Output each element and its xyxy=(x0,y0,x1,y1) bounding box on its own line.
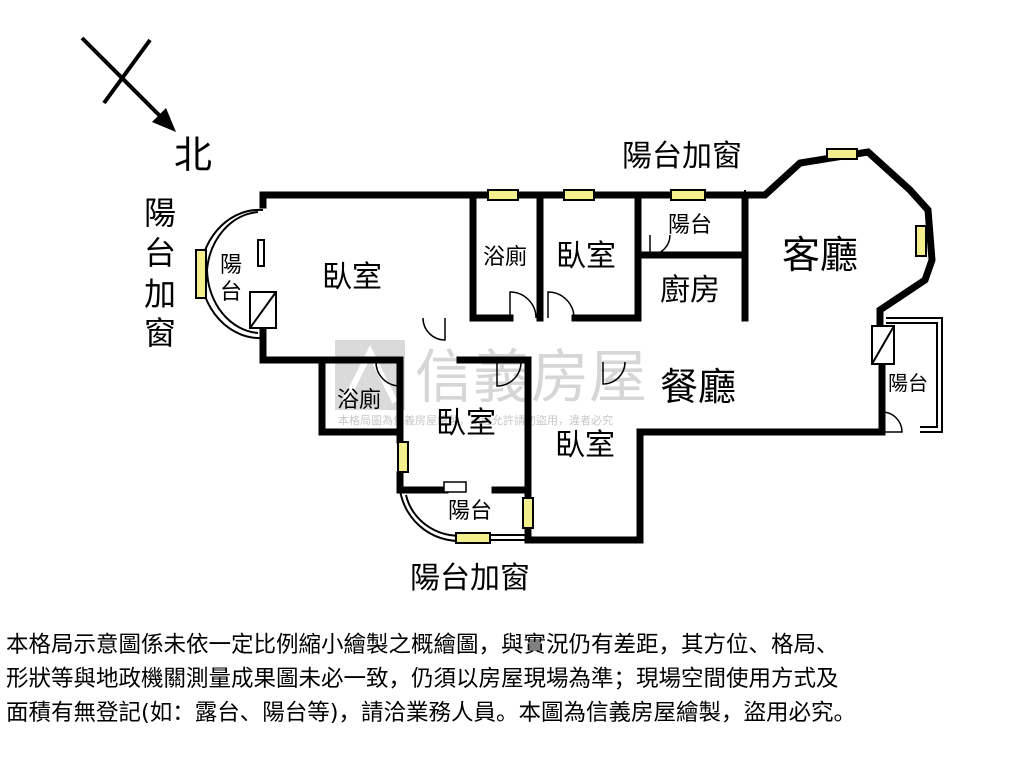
north-label: 北 xyxy=(174,133,212,177)
disclaimer: 本格局示意圖係未依一定比例縮小繪製之概繪圖，與實況仍有差距，其方位、格局、 形狀… xyxy=(6,628,1018,730)
room-kitchen: 廚房 xyxy=(660,273,720,308)
disclaimer-line-2: 形狀等與地政機關測量成果圖未必一致，仍須以房屋現場為準；現場空間使用方式及 xyxy=(6,666,839,692)
room-dining: 餐廳 xyxy=(660,365,736,409)
annotation-balcony-window-top: 陽台加窗 xyxy=(622,139,742,174)
fixtures xyxy=(249,239,895,365)
room-bath-lower: 浴廁 xyxy=(337,388,381,413)
disclaimer-line-1: 本格局示意圖係未依一定比例縮小繪製之概繪圖，與實況仍有差距，其方位、格局、 xyxy=(6,632,839,658)
disclaimer-line-3: 面積有無登記(如：露台、陽台等)，請洽業務人員。本圖為信義房屋繪製，盜用必究。 xyxy=(6,700,857,726)
room-balcony-left: 陽台 xyxy=(220,253,242,305)
doors xyxy=(375,234,903,493)
room-bedroom-lower-left: 臥室 xyxy=(436,406,496,441)
room-balcony-kitchen: 陽台 xyxy=(668,213,712,238)
room-bedroom-lower-right: 臥室 xyxy=(555,428,615,463)
room-bedroom-mid: 臥室 xyxy=(556,239,616,274)
room-balcony-lower: 陽台 xyxy=(448,499,492,524)
room-bath-upper: 浴廁 xyxy=(483,245,527,270)
room-living: 客廳 xyxy=(782,233,858,277)
annotation-balcony-window-left: 陽台加窗 xyxy=(144,194,176,352)
windows xyxy=(195,148,927,544)
room-balcony-right: 陽台 xyxy=(888,371,928,395)
balcony-outlines xyxy=(198,190,943,542)
floor-plan: 信義房屋 本格局圖為信義房屋繪製，未經允許請勿盜用，違者必究 北 xyxy=(80,36,943,596)
north-arrow-icon xyxy=(80,36,176,132)
room-bedroom-main: 臥室 xyxy=(322,260,382,295)
annotation-balcony-window-bottom: 陽台加窗 xyxy=(410,561,530,596)
watermark-caption: 本格局圖為信義房屋繪製，未經允許請勿盜用，違者必究 xyxy=(338,413,613,427)
